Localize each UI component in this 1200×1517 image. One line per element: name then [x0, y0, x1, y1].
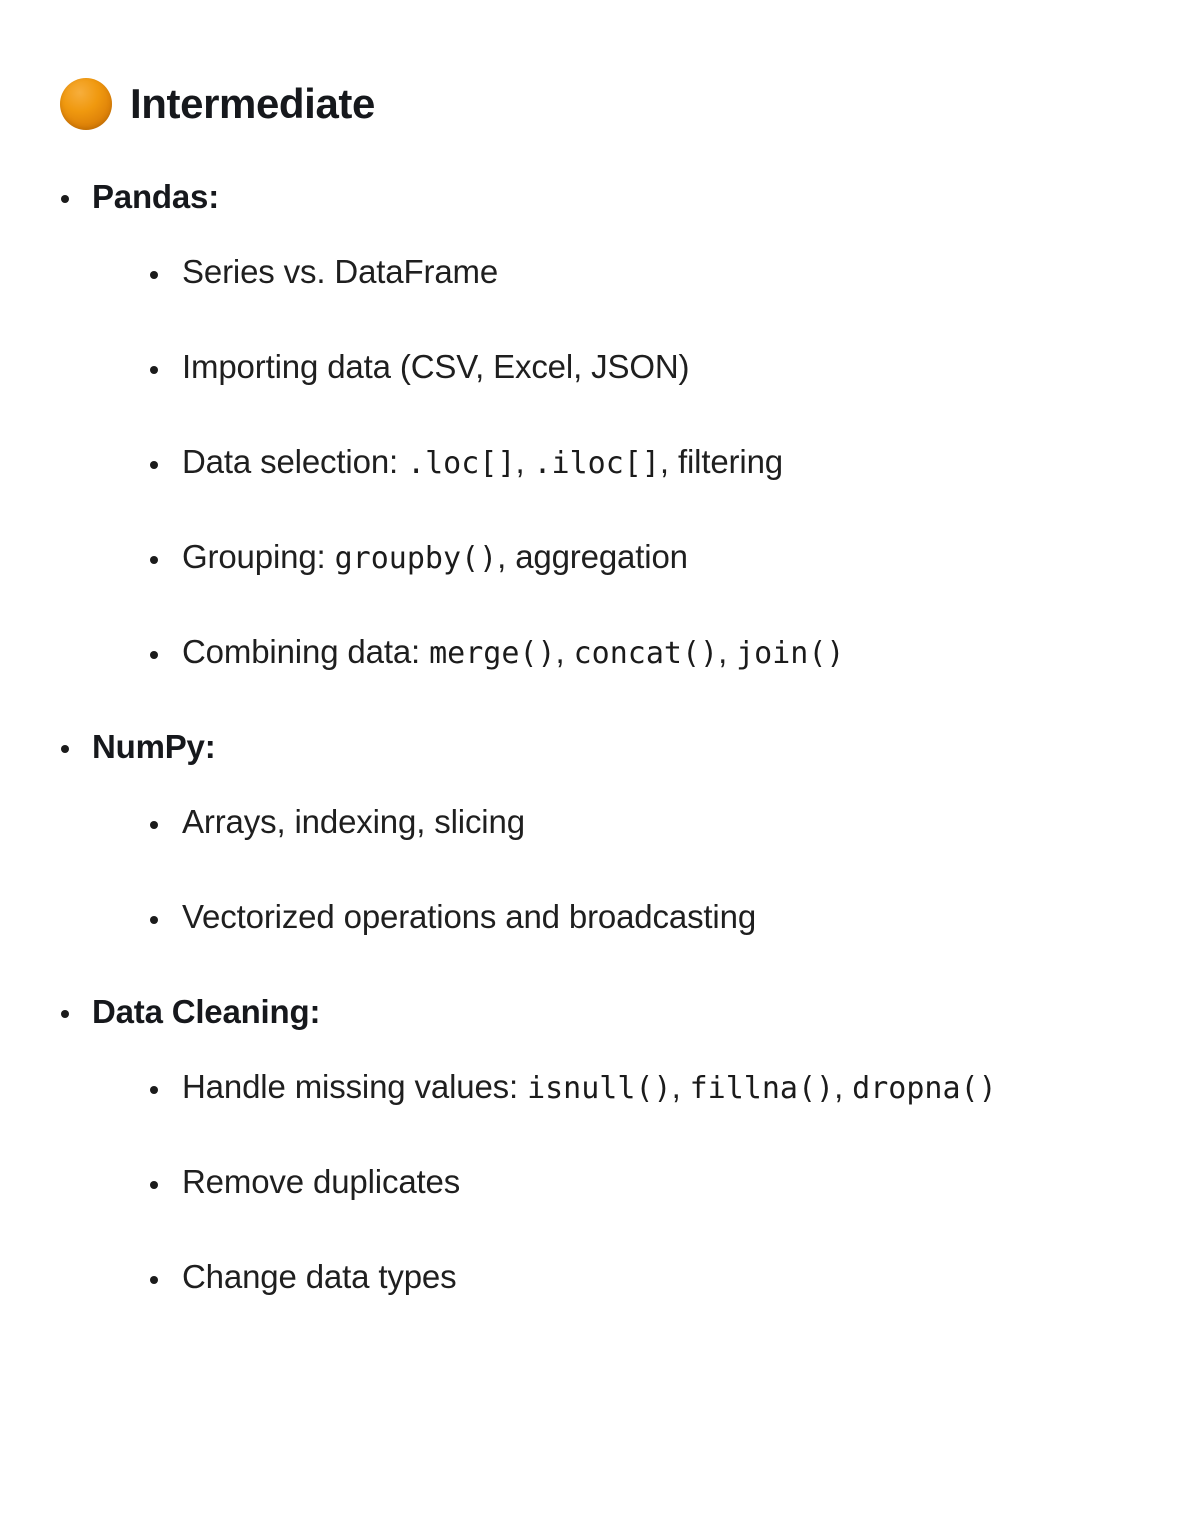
list-item: Handle missing values: isnull(), fillna(…	[146, 1066, 1087, 1109]
section-label: NumPy:	[92, 728, 216, 765]
list-item-text: , filtering	[659, 443, 783, 481]
list-item-text: Arrays, indexing, slicing	[182, 802, 525, 840]
list-item: Series vs. DataFrame	[146, 251, 1087, 294]
orange-circle-icon	[60, 78, 112, 130]
section-label-colon: :	[204, 727, 216, 765]
list-item-text: ,	[671, 1067, 690, 1105]
list-item-text: Vectorized operations and broadcasting	[182, 897, 757, 935]
code-span: dropna()	[852, 1070, 997, 1106]
section-label: Pandas:	[92, 178, 219, 215]
list-item: Remove duplicates	[146, 1161, 1087, 1204]
list-item-text: ,	[515, 443, 534, 481]
list-item-text: Handle missing values:	[182, 1067, 528, 1105]
list-item-text: ,	[834, 1067, 853, 1105]
list-item: Data selection: .loc[], .iloc[], filteri…	[146, 441, 1087, 484]
code-span: fillna()	[689, 1070, 835, 1106]
code-span: merge()	[429, 635, 556, 671]
section-label-colon: :	[309, 992, 321, 1030]
list-item: Combining data: merge(), concat(), join(…	[146, 631, 1087, 674]
list-item: Arrays, indexing, slicing	[146, 801, 1087, 844]
list-item-text: Remove duplicates	[182, 1162, 461, 1200]
page-title-text: Intermediate	[130, 80, 375, 127]
list-item-text: ,	[555, 632, 574, 670]
section-label-text: Pandas	[92, 178, 209, 215]
list-item-text: Importing data (CSV, Excel, JSON)	[182, 348, 690, 386]
list-item-text: ,	[718, 632, 737, 670]
list-item-text: Grouping:	[182, 537, 335, 575]
code-span: join()	[736, 635, 845, 671]
list-item-text: Data selection:	[182, 443, 408, 481]
code-span: groupby()	[334, 540, 498, 576]
list-item-text: Series vs. DataFrame	[182, 253, 499, 291]
list-item: Vectorized operations and broadcasting	[146, 896, 1087, 939]
page-title: Intermediate	[60, 78, 1140, 130]
section-label-text: Data Cleaning	[92, 992, 310, 1030]
section-sub-list: Handle missing values: isnull(), fillna(…	[92, 1066, 1140, 1299]
section-label-colon: :	[208, 178, 219, 215]
code-span: .loc[]	[407, 446, 516, 482]
section-heading-item: Data Cleaning: Handle missing values: isn…	[56, 991, 1140, 1299]
list-item-text: Change data types	[182, 1257, 457, 1295]
outline-section: Data Cleaning: Handle missing values: isn…	[56, 991, 1140, 1299]
list-item-text: , aggregation	[497, 537, 688, 575]
list-item-text: Combining data:	[182, 632, 430, 670]
list-item: Change data types	[146, 1256, 1087, 1299]
code-span: .iloc[]	[533, 446, 660, 482]
code-span: concat()	[573, 635, 719, 671]
list-item: Importing data (CSV, Excel, JSON)	[146, 346, 1087, 389]
section-label: Data Cleaning:	[92, 993, 320, 1030]
list-item: Grouping: groupby(), aggregation	[146, 536, 1087, 579]
section-label-text: NumPy	[92, 727, 205, 765]
code-span: isnull()	[527, 1070, 672, 1106]
